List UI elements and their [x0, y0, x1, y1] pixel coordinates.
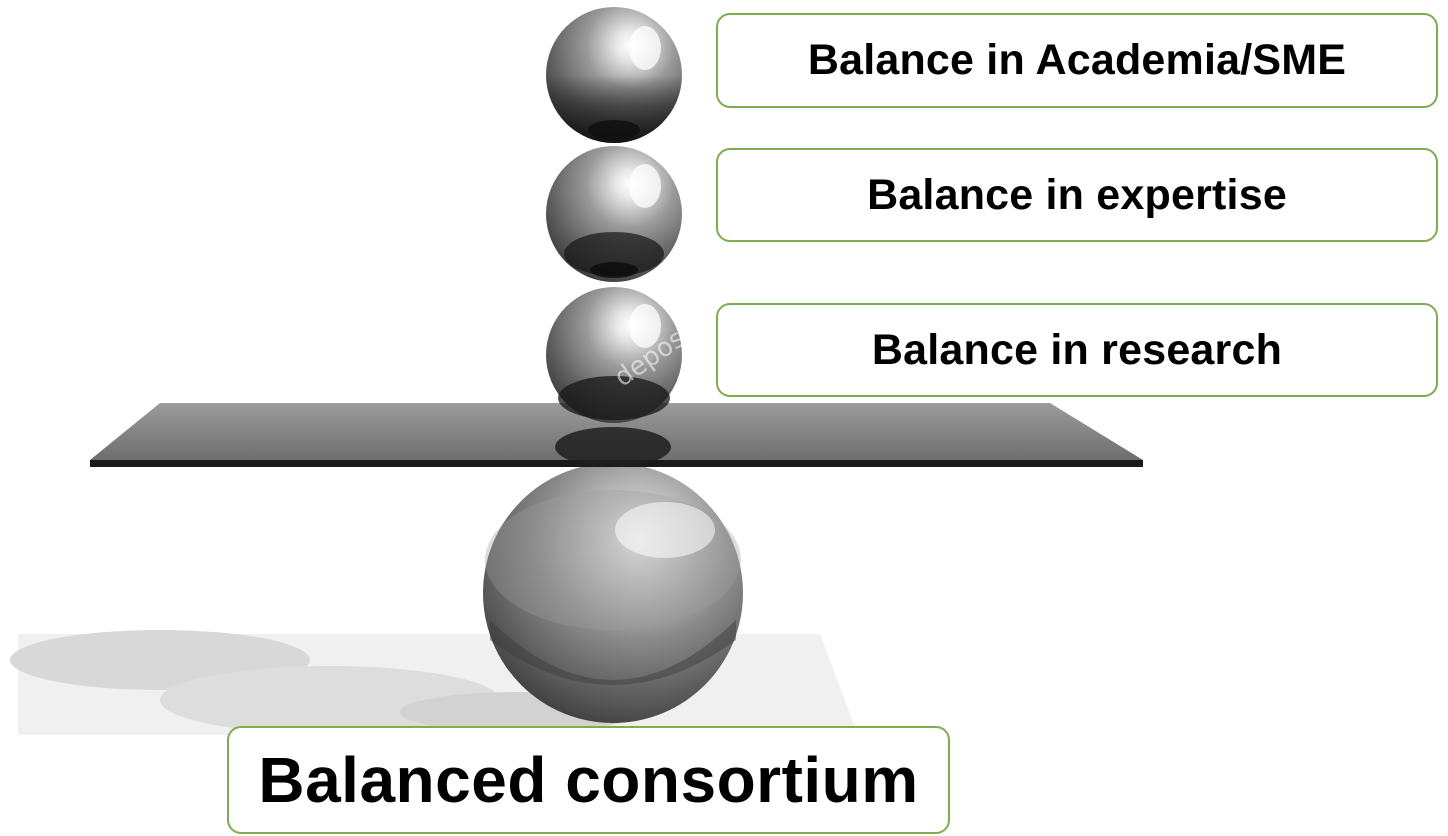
label-expertise-text: Balance in expertise [867, 170, 1287, 219]
label-expertise: Balance in expertise [716, 148, 1438, 242]
label-academia: Balance in Academia/SME [716, 13, 1438, 108]
balance-plank-icon [90, 403, 1143, 467]
large-sphere-icon [483, 463, 743, 723]
small-sphere-icon [546, 7, 682, 143]
label-research: Balance in research [716, 303, 1438, 397]
label-consortium-text: Balanced consortium [258, 744, 919, 816]
label-academia-text: Balance in Academia/SME [807, 36, 1347, 84]
small-sphere-icon: depos [546, 287, 691, 423]
small-sphere-icon [546, 146, 682, 282]
label-consortium: Balanced consortium [227, 726, 950, 834]
label-research-text: Balance in research [871, 325, 1283, 374]
